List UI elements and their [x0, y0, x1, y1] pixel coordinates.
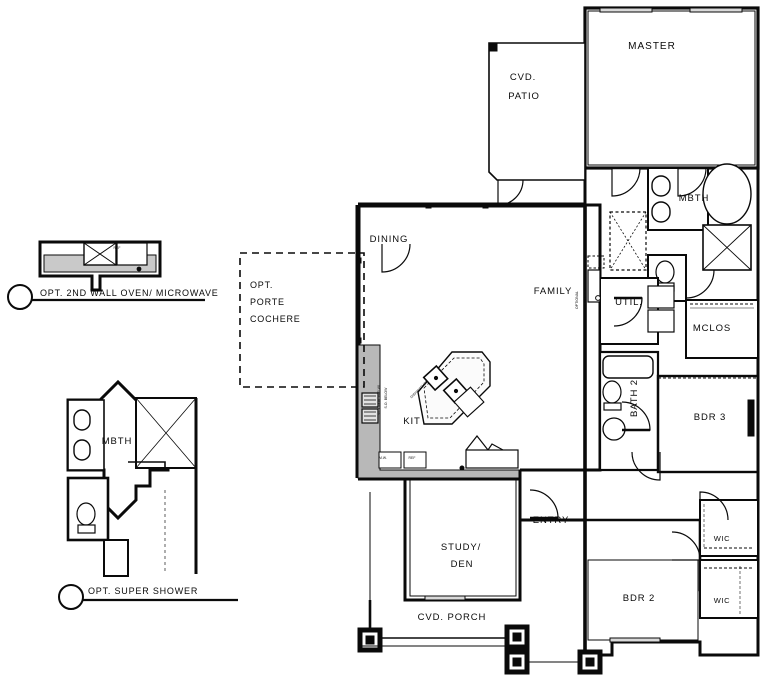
room-label-bath2: BATH 2 — [629, 379, 640, 417]
room-label-opt-mbth: MBTH — [102, 436, 133, 447]
bath2-tub — [602, 355, 654, 379]
optional-closet-dashed — [609, 211, 647, 271]
cabinet-dot — [459, 465, 465, 471]
room-label-study: STUDY/ — [441, 542, 481, 553]
porte-cochere-line-2: COCHERE — [250, 314, 301, 324]
opt-porte-cochere-label: OPT. PORTE COCHERE — [250, 280, 301, 324]
wic-upper-walls — [699, 499, 759, 557]
annotation-mw-note: M.W. — [379, 456, 387, 460]
washer — [647, 285, 675, 309]
room-label-entry: ENTRY — [533, 515, 570, 526]
callout-label-opt-super-shower: OPT. SUPER SHOWER — [88, 586, 198, 596]
room-label-mbth_main: MBTH — [679, 193, 710, 204]
rotated-label-layer: BATH 2 — [629, 379, 640, 417]
annotation-cooktop-note: 30" COOK TOP W/ — [377, 385, 381, 415]
callout-bubble-opt-super-shower — [58, 584, 84, 610]
fireplace-niche — [587, 269, 601, 303]
master-window-left — [599, 7, 653, 13]
room-label-cvd_porch: CVD. PORCH — [418, 612, 487, 623]
dishwasher — [453, 386, 485, 418]
porte-cochere-line-1: PORTE — [250, 297, 285, 307]
patio-post — [488, 42, 498, 52]
master-window-right — [689, 7, 743, 13]
room-label-bdr2: BDR 2 — [623, 593, 655, 604]
dryer — [647, 309, 675, 333]
opt-sink-2 — [73, 439, 91, 461]
annotation-oven-note: S.O. BELOW — [384, 387, 388, 409]
annotation-ref-note: REF — [408, 456, 415, 460]
kitchen-island — [417, 351, 491, 425]
room-label-master: MASTER — [628, 41, 676, 52]
option-detail-super-shower — [66, 379, 198, 577]
room-label-wic_lower: WIC — [714, 596, 730, 605]
room-label-family: FAMILY — [534, 286, 572, 297]
bath2-sink — [602, 417, 626, 441]
bath2-toilet-tank — [603, 402, 622, 411]
annotation-ref-opt-note: REF — [113, 246, 120, 250]
microwave-cabinet — [378, 451, 402, 469]
opt-porte-cochere-box — [239, 252, 365, 388]
wic-lower-walls — [699, 559, 759, 619]
room-label-dining: DINING — [370, 234, 409, 245]
callout-label-opt-2nd-wall-oven: OPT. 2ND WALL OVEN/ MICROWAVE — [40, 288, 219, 298]
optional-closet-x — [609, 211, 647, 271]
covered-patio-outline — [488, 42, 586, 181]
room-label-util: UTIL. — [615, 297, 643, 308]
master-closet-walls — [685, 299, 759, 359]
master-shower-x — [702, 224, 752, 271]
option-detail-wall-oven — [38, 240, 162, 292]
annotation-optional-note: OPTIONAL — [575, 291, 579, 309]
room-label-mclos: MCLOS — [693, 323, 731, 334]
room-label-wic_upper: WIC — [714, 534, 730, 543]
room-label-cvd_patio_2: PATIO — [508, 91, 540, 102]
bdr3-walls — [656, 374, 760, 474]
bdr2-window — [609, 637, 661, 643]
room-label-cvd_patio_1: CVD. — [510, 72, 536, 83]
porch-columns — [357, 624, 603, 675]
annotation-fireplace-note: FIREPLACE — [583, 289, 587, 309]
room-label-bdr3: BDR 3 — [694, 412, 726, 423]
opt-sink-dot — [136, 266, 142, 272]
bdr3-window — [747, 399, 755, 437]
mbth-sink-2 — [651, 201, 671, 223]
study-window — [424, 595, 466, 601]
option-detail-label-layer: MBTH — [102, 436, 133, 447]
door-leaves — [530, 166, 706, 520]
opt-linen — [103, 539, 129, 577]
room-label-layer: MASTER CVD. PATIO MBTH DINING FAMILY UTIL. MCLO… — [370, 41, 731, 623]
opt-toilet — [76, 502, 96, 526]
bath2-toilet — [602, 380, 622, 404]
room-label-den: DEN — [451, 559, 474, 570]
porte-cochere-line-0: OPT. — [250, 280, 273, 290]
pantry — [465, 449, 519, 469]
mbth-sink-1 — [651, 175, 671, 197]
opt-refrigerator — [116, 242, 148, 266]
refrigerator — [403, 451, 427, 469]
wall-ticks — [355, 202, 489, 344]
fireplace-dashed — [587, 255, 605, 269]
fireplace-marker — [595, 295, 601, 301]
room-label-kit: KIT — [403, 416, 420, 427]
master-bedroom-walls — [583, 6, 760, 170]
master-inner-line — [587, 10, 756, 166]
opt-toilet-tank — [77, 524, 96, 534]
option-callout-layer: OPT. 2ND WALL OVEN/ MICROWAVE OPT. SUPER … — [7, 284, 238, 610]
callout-bubble-opt-2nd-wall-oven — [7, 284, 33, 310]
main-plan-walls — [355, 6, 760, 675]
opt-sink-1 — [73, 409, 91, 431]
master-tub — [702, 163, 752, 225]
